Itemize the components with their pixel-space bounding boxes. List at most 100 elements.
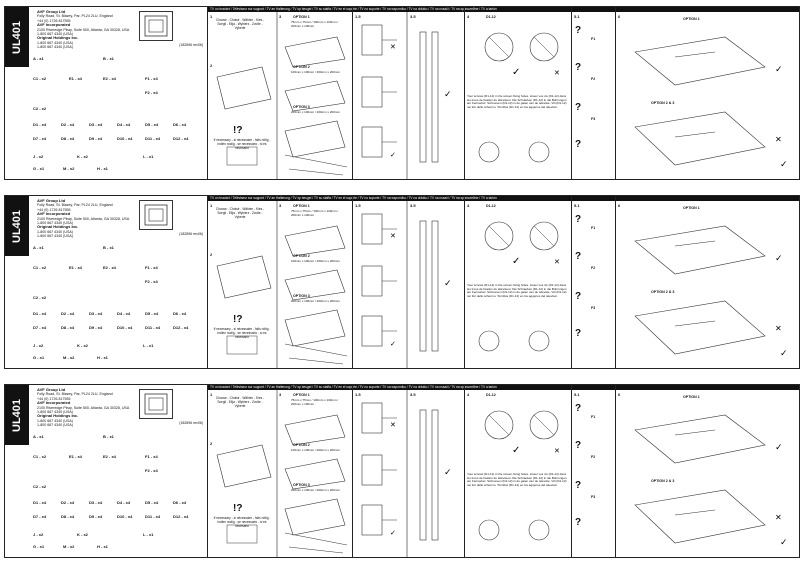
screw-diagram: ✓ ✕: [478, 410, 560, 541]
description-text: Your screws (D1-12) in the screen fixing…: [467, 94, 567, 109]
part-label: D11 - x4: [145, 514, 161, 519]
fixing-label: F3: [591, 117, 596, 121]
option-3-dims: 200mm x 100mm / 200mm x 200mm: [291, 110, 340, 114]
part-label: D1 - x4: [33, 311, 47, 316]
svg-text:✓: ✓: [444, 90, 452, 100]
question-icon: ?: [575, 139, 582, 150]
step-number: 4: [467, 203, 470, 208]
screw-label: D1-12: [486, 204, 496, 208]
part-label: L - x1: [143, 154, 154, 159]
part-label: D3 - x4: [89, 311, 103, 316]
document-code: (182896 rev06): [179, 43, 203, 47]
model-label: UL401: [5, 7, 29, 67]
parts-column: AVF Group Ltd Folly Road, St. Blazey, Pa…: [29, 7, 208, 179]
question-icon: !?: [233, 503, 243, 514]
step-number: 3: [279, 203, 282, 208]
part-label: D2 - x4: [61, 500, 75, 505]
part-label: D8 - x4: [61, 325, 75, 330]
part-label: C2 - x2: [33, 295, 47, 300]
option-2-3-label: OPTION 2 & 3: [651, 479, 675, 483]
part-label: K - x2: [77, 154, 88, 159]
question-icon: ?: [575, 62, 582, 73]
part-label: D5 - x4: [145, 500, 159, 505]
svg-text:✕: ✕: [390, 43, 396, 51]
step-column-screws: 4 D1-12 Your screws (D1-12) in the scree…: [464, 196, 572, 368]
option-3-label: OPTION 3: [293, 105, 310, 109]
option-1-label: OPTION 1: [683, 395, 700, 399]
part-label: A - x1: [33, 245, 44, 250]
option-3-label: OPTION 3: [293, 483, 310, 487]
question-icon: ?: [575, 102, 582, 113]
part-label: F1 - x4: [145, 265, 158, 270]
part-label: F1 - x4: [145, 454, 158, 459]
model-label: UL401: [5, 196, 29, 256]
part-label: E1 - x4: [69, 454, 82, 459]
option-2-dims: 100mm x 100mm / 200mm x 200mm: [291, 448, 340, 452]
wall-plate-illustration: [139, 389, 173, 419]
svg-text:✓: ✓: [390, 529, 396, 537]
part-label: G - x1: [33, 544, 45, 549]
instruction-sheet-1: UL401 TV on bracket / Téléviseur sur sup…: [4, 6, 800, 180]
note-text: If necessary - si nécessaire - falls nöt…: [213, 138, 271, 150]
step-number: 1.5: [355, 392, 361, 397]
step-number: 5.1: [574, 14, 580, 19]
option-2-label: OPTION 2: [293, 443, 310, 447]
question-icon: ?: [575, 291, 582, 302]
option-2-dims: 100mm x 100mm / 200mm x 200mm: [291, 259, 340, 263]
part-label: E2 - x4: [103, 454, 116, 459]
fixing-label: F2: [591, 455, 596, 459]
part-label: K - x2: [77, 532, 88, 537]
part-label: M - x2: [63, 355, 75, 360]
step-column-options: 1 Choose - Choisir - Wählen - Kies - Sce…: [207, 196, 353, 368]
step-column-arms: 1.5 3.5 ✕ ✓ ✓: [352, 7, 465, 179]
svg-text:✓: ✓: [390, 151, 396, 159]
step-number: 1.5: [355, 14, 361, 19]
header-banner: TV on bracket / Téléviseur sur support /…: [207, 7, 799, 12]
option-1-label: OPTION 1: [683, 206, 700, 210]
step-number: 5.1: [574, 203, 580, 208]
header-banner: TV on bracket / Téléviseur sur support /…: [207, 385, 799, 390]
step-number: 2: [210, 252, 213, 257]
part-label: D4 - x4: [117, 122, 131, 127]
question-icon: ?: [575, 328, 582, 339]
wall-plate-illustration: [139, 11, 173, 41]
question-icon: ?: [575, 403, 582, 414]
part-label: D12 - x4: [173, 325, 189, 330]
step-column-final: 6 OPTION 1 OPTION 2 & 3 ✓ ✕ ✓: [615, 385, 799, 557]
part-label: C1 - x2: [33, 454, 47, 459]
part-label: M - x2: [63, 166, 75, 171]
part-label: D1 - x4: [33, 500, 47, 505]
option-2-dims: 100mm x 100mm / 200mm x 200mm: [291, 70, 340, 74]
part-label: K - x2: [77, 343, 88, 348]
part-label: F2 - x4: [145, 468, 158, 473]
arm-diagram: ✕ ✓ ✓: [361, 12, 452, 179]
part-label: J - x2: [33, 532, 44, 537]
part-label: J - x2: [33, 154, 44, 159]
instruction-sheet-3: UL401 TV on bracket / Téléviseur sur sup…: [4, 384, 800, 558]
svg-text:✓: ✓: [512, 445, 520, 456]
option-2-3-label: OPTION 2 & 3: [651, 290, 675, 294]
step-number: 4: [467, 14, 470, 19]
step-column-final: 6 OPTION 1 OPTION 2 & 3 ✓ ✕ ✓: [615, 7, 799, 179]
fixing-label: F3: [591, 306, 596, 310]
part-label: F1 - x4: [145, 76, 158, 81]
part-label: M - x2: [63, 544, 75, 549]
option-2-label: OPTION 2: [293, 65, 310, 69]
step-number: 3: [279, 14, 282, 19]
part-label: H - x1: [97, 544, 108, 549]
svg-text:✕: ✕: [554, 258, 560, 266]
step-column-fixings: 5.1 ? ? ? ? F1 F2 F3: [571, 196, 616, 368]
step-number: 6: [618, 14, 621, 19]
question-icon: ?: [575, 214, 582, 225]
step-number: 3.5: [410, 203, 416, 208]
part-label: D2 - x4: [61, 311, 75, 316]
svg-text:✓: ✓: [775, 254, 783, 264]
arm-diagram: ✕ ✓ ✓: [361, 390, 452, 557]
option-1-dims: 75mm x 75mm / 100mm x 100mm / 200mm x 10…: [291, 398, 339, 406]
question-icon: ?: [575, 251, 582, 262]
part-label: D8 - x4: [61, 136, 75, 141]
part-label: D9 - x4: [89, 325, 103, 330]
step-column-screws: 4 D1-12 Your screws (D1-12) in the scree…: [464, 7, 572, 179]
